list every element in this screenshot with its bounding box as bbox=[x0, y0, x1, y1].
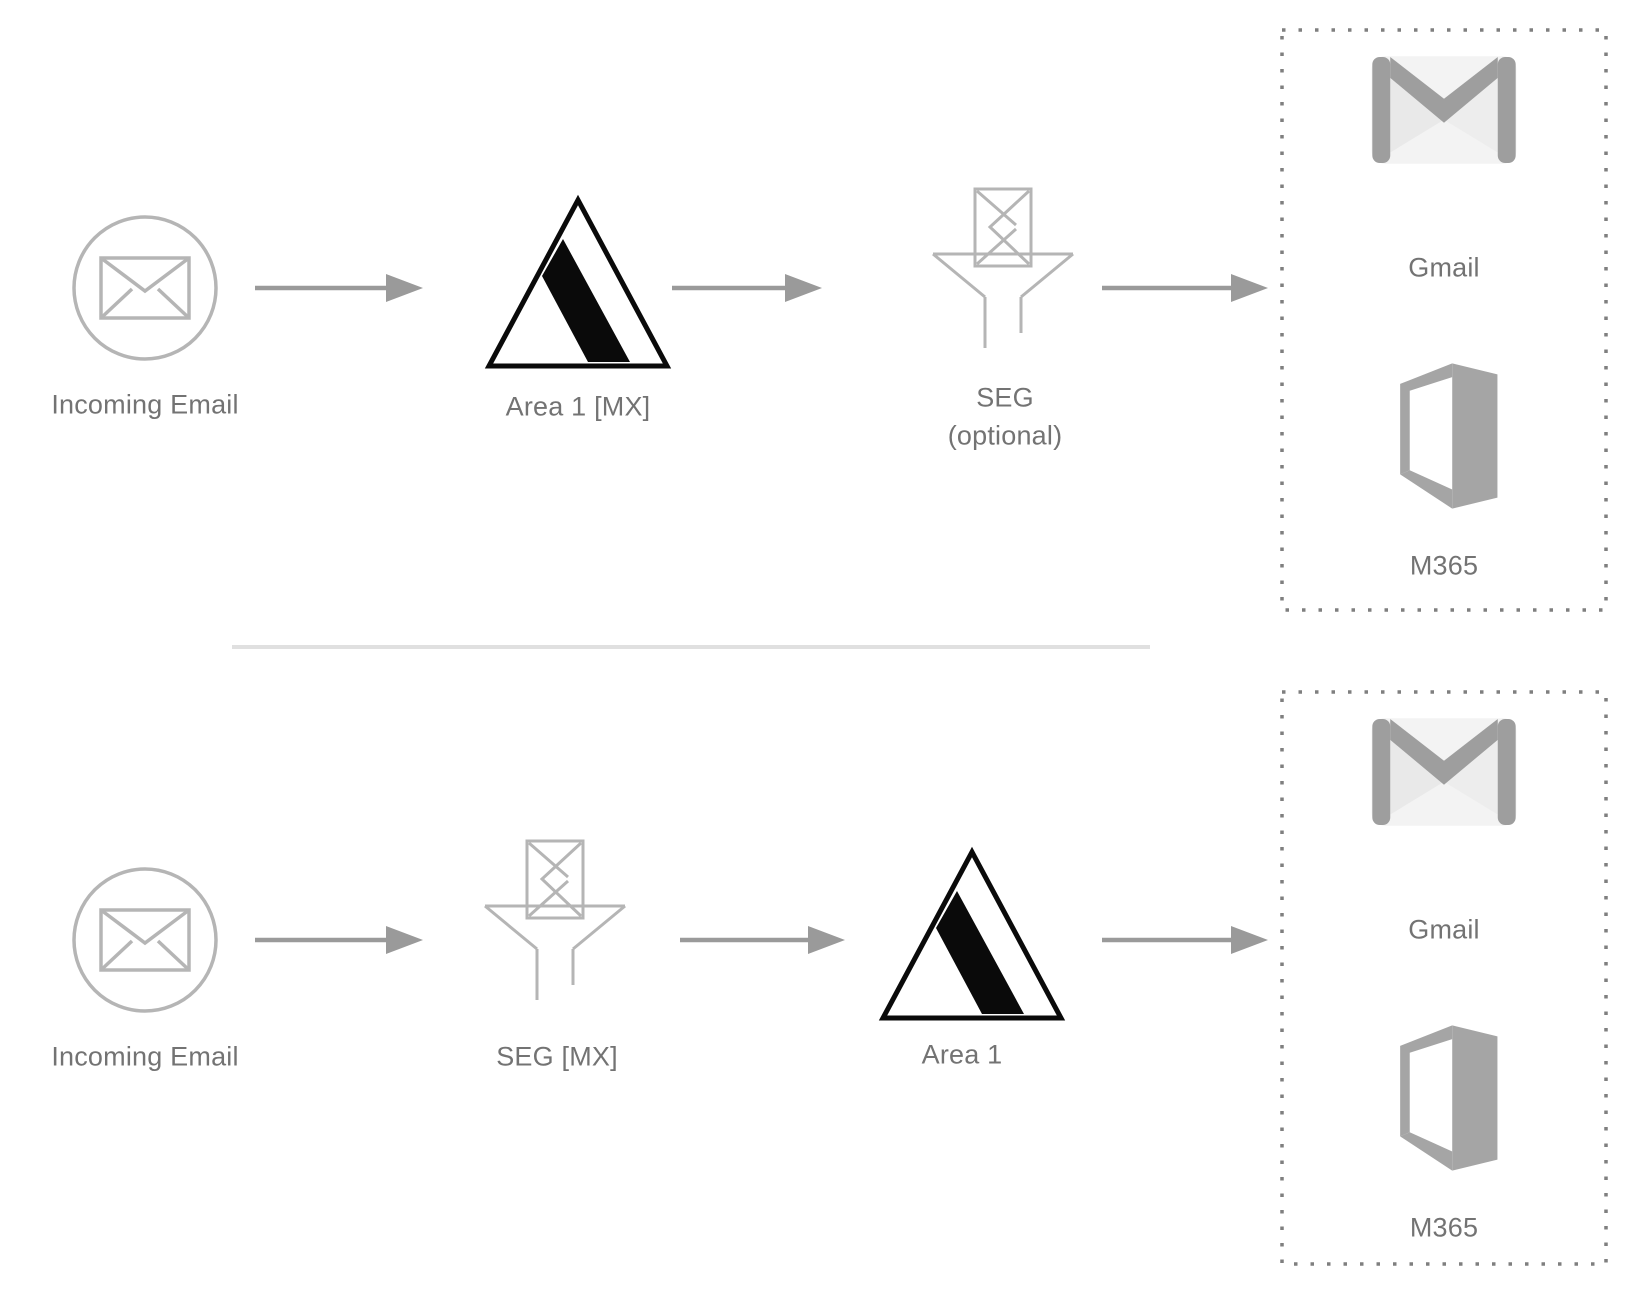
flow-arrow bbox=[255, 925, 423, 955]
area1-logo bbox=[483, 194, 673, 372]
seg-gateway-icon bbox=[484, 839, 626, 1004]
envelope-circle-icon bbox=[72, 215, 218, 361]
destination-box bbox=[1280, 690, 1608, 1266]
flow-arrow bbox=[1102, 273, 1268, 303]
gmail-label: Gmail bbox=[1408, 252, 1480, 283]
gmail-label: Gmail bbox=[1408, 914, 1480, 945]
arrow-right-icon bbox=[1102, 274, 1268, 302]
gmail-icon bbox=[1369, 716, 1519, 828]
area1-label: Area 1 bbox=[921, 1039, 1003, 1070]
m365-icon bbox=[1382, 1024, 1506, 1172]
destination-box bbox=[1280, 28, 1608, 612]
area1-logo bbox=[877, 846, 1067, 1024]
arrow-right-icon bbox=[680, 926, 845, 954]
envelope-funnel-icon bbox=[932, 187, 1074, 348]
incoming-email-label: Incoming Email bbox=[51, 1041, 239, 1072]
flow-arrow bbox=[255, 273, 423, 303]
area1-mx-label: Area 1 [MX] bbox=[505, 391, 651, 422]
area1-triangle-icon bbox=[484, 194, 672, 369]
arrow-right-icon bbox=[1102, 926, 1268, 954]
incoming-email-label: Incoming Email bbox=[51, 389, 239, 420]
seg-optional-label: (optional) bbox=[947, 420, 1063, 451]
gmail-icon bbox=[1369, 54, 1519, 166]
flow-arrow bbox=[680, 925, 845, 955]
flow-arrow bbox=[672, 273, 822, 303]
arrow-right-icon bbox=[672, 274, 822, 302]
m365-label: M365 bbox=[1409, 1212, 1479, 1243]
seg-gateway-icon bbox=[932, 187, 1074, 352]
area1-triangle-icon bbox=[878, 846, 1066, 1021]
arrow-right-icon bbox=[255, 274, 423, 302]
section-divider bbox=[232, 645, 1150, 649]
incoming-email-icon bbox=[70, 213, 220, 363]
m365-icon bbox=[1382, 362, 1506, 510]
flow-arrow bbox=[1102, 925, 1268, 955]
seg-mx-label: SEG [MX] bbox=[496, 1041, 618, 1072]
m365-label: M365 bbox=[1409, 550, 1479, 581]
dotted-border bbox=[1280, 28, 1608, 612]
envelope-funnel-icon bbox=[484, 839, 626, 1000]
incoming-email-icon bbox=[70, 865, 220, 1015]
envelope-circle-icon bbox=[72, 867, 218, 1013]
arrow-right-icon bbox=[255, 926, 423, 954]
seg-label: SEG bbox=[976, 382, 1034, 413]
dotted-border bbox=[1280, 690, 1608, 1266]
